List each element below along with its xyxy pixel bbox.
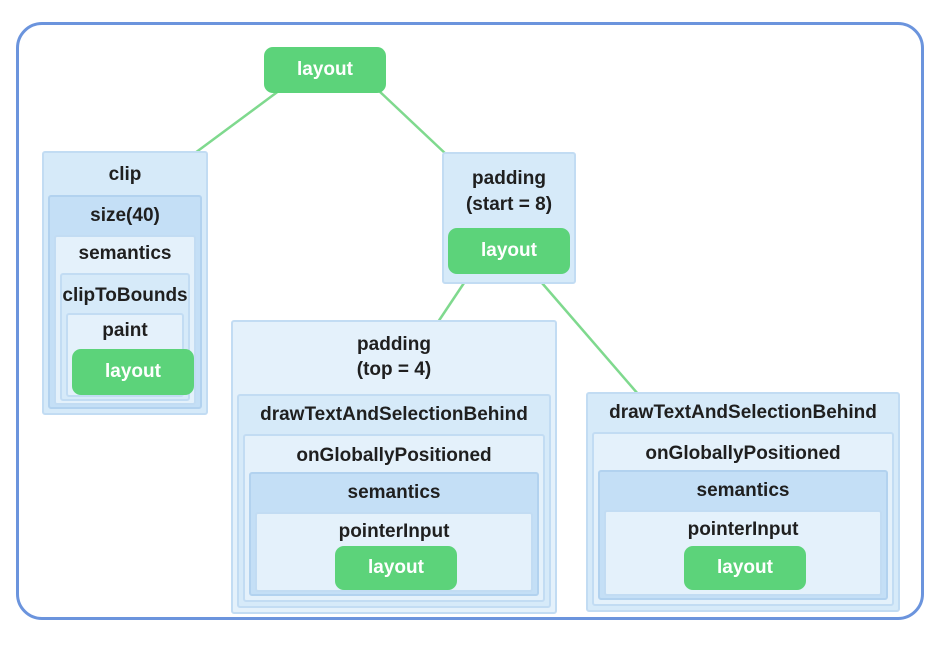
pointer-input-modifier-left: pointerInput layout: [255, 512, 533, 592]
clip-to-bounds-modifier: clipToBounds paint layout: [60, 273, 194, 401]
edge-padding-to-child-right: [541, 282, 639, 395]
edge-root-to-clip: [194, 88, 281, 155]
edge-padding-to-child-left: [436, 282, 466, 323]
edge-root-to-padding: [377, 89, 449, 157]
semantics-modifier-left: semantics pointerInput layout: [249, 472, 539, 596]
clip-chain-layout-node: layout: [72, 349, 194, 395]
semantics-modifier: semantics clipToBounds paint layout: [54, 235, 196, 405]
on-globally-positioned-modifier-right: onGloballyPositioned semantics pointerIn…: [592, 432, 894, 606]
semantics-label: semantics: [78, 243, 172, 264]
draw-text-label-right: drawTextAndSelectionBehind: [609, 402, 877, 423]
pointer-input-modifier-right: pointerInput layout: [604, 510, 882, 596]
paint-modifier: paint layout: [66, 313, 194, 397]
padding-start-layout-node: layout: [448, 228, 570, 274]
on-globally-positioned-label-left: onGloballyPositioned: [296, 445, 492, 466]
clip-label: clip: [108, 164, 142, 185]
child-left-layout-node: layout: [335, 546, 457, 590]
padding-start-label-line2: (start = 8): [465, 194, 553, 215]
padding-start-label-line1: padding: [472, 168, 546, 189]
padding-top-modifier: padding (top = 4) drawTextAndSelectionBe…: [231, 320, 557, 614]
draw-text-modifier-left: drawTextAndSelectionBehind onGloballyPos…: [237, 394, 551, 608]
size-modifier: size(40) semantics clipToBounds paint la…: [48, 195, 202, 409]
clip-to-bounds-label: clipToBounds: [62, 285, 188, 306]
semantics-label-left: semantics: [347, 482, 441, 503]
draw-text-modifier-right: drawTextAndSelectionBehind onGloballyPos…: [586, 392, 900, 612]
clip-modifier: clip size(40) semantics clipToBounds pai…: [42, 151, 208, 415]
padding-start-modifier: padding (start = 8) layout: [442, 152, 576, 284]
paint-label: paint: [102, 320, 148, 341]
on-globally-positioned-label-right: onGloballyPositioned: [645, 443, 841, 464]
pointer-input-label-right: pointerInput: [687, 519, 799, 540]
child-right-layout-node: layout: [684, 546, 806, 590]
padding-top-label-line2: (top = 4): [356, 359, 432, 380]
on-globally-positioned-modifier-left: onGloballyPositioned semantics pointerIn…: [243, 434, 545, 602]
semantics-modifier-right: semantics pointerInput layout: [598, 470, 888, 600]
diagram-frame: [16, 22, 924, 620]
root-layout-node: layout: [264, 47, 386, 93]
padding-top-label-line1: padding: [357, 334, 431, 355]
semantics-label-right: semantics: [696, 480, 790, 501]
size-label: size(40): [90, 205, 160, 226]
pointer-input-label-left: pointerInput: [338, 521, 450, 542]
draw-text-label-left: drawTextAndSelectionBehind: [260, 404, 528, 425]
